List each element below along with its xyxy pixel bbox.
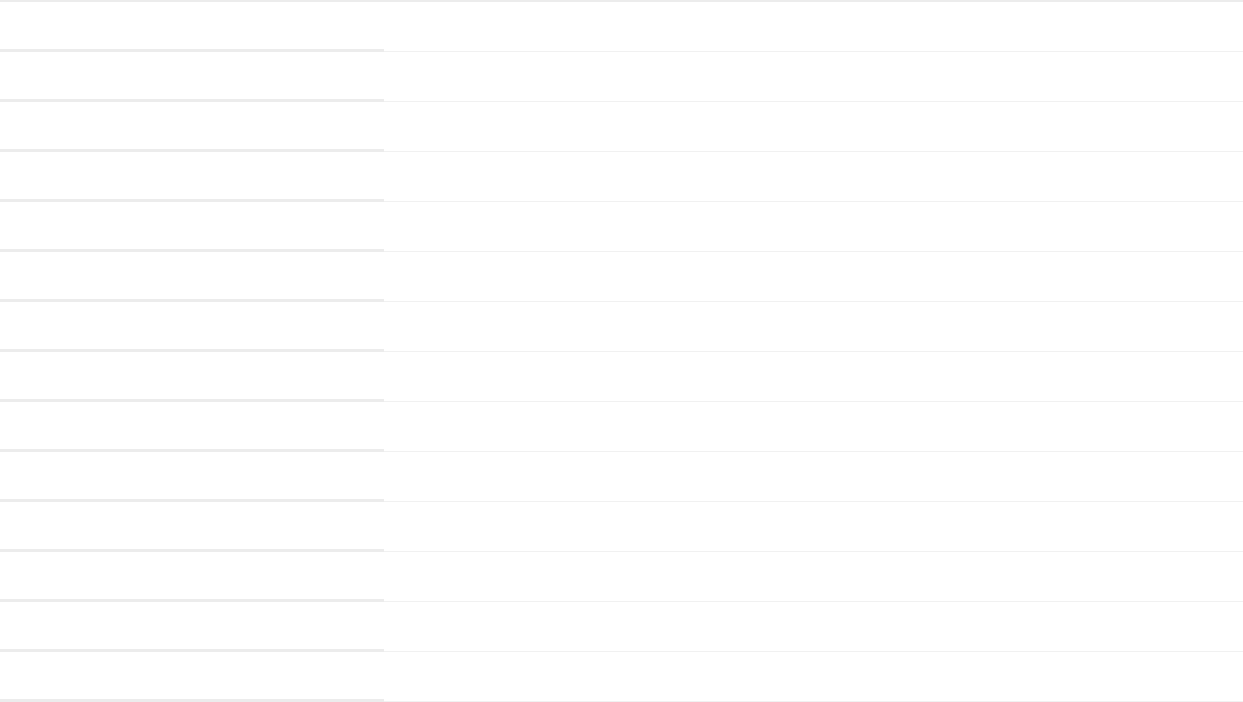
row-label xyxy=(0,202,384,252)
row-label xyxy=(0,2,384,52)
row-value xyxy=(384,202,1243,252)
row-label xyxy=(0,402,384,452)
table-row xyxy=(0,302,1243,352)
row-label xyxy=(0,502,384,552)
row-value xyxy=(384,102,1243,152)
row-value xyxy=(384,152,1243,202)
table-row xyxy=(0,52,1243,102)
row-label xyxy=(0,652,384,702)
row-value xyxy=(384,352,1243,402)
row-label xyxy=(0,152,384,202)
table-row xyxy=(0,602,1243,652)
row-value xyxy=(384,602,1243,652)
row-value xyxy=(384,452,1243,502)
row-value xyxy=(384,652,1243,702)
row-label xyxy=(0,52,384,102)
row-label xyxy=(0,552,384,602)
row-label xyxy=(0,102,384,152)
row-label xyxy=(0,352,384,402)
table-row xyxy=(0,2,1243,52)
table-row xyxy=(0,102,1243,152)
table-row xyxy=(0,352,1243,402)
row-label xyxy=(0,452,384,502)
row-label xyxy=(0,602,384,652)
row-value xyxy=(384,252,1243,302)
table-row xyxy=(0,502,1243,552)
row-value xyxy=(384,502,1243,552)
row-value xyxy=(384,402,1243,452)
row-value xyxy=(384,552,1243,602)
table-row xyxy=(0,652,1243,702)
table-row xyxy=(0,252,1243,302)
table-row xyxy=(0,202,1243,252)
table-row xyxy=(0,452,1243,502)
row-label xyxy=(0,252,384,302)
row-value xyxy=(384,2,1243,52)
table-row xyxy=(0,552,1243,602)
table-row xyxy=(0,402,1243,452)
row-value xyxy=(384,302,1243,352)
row-label xyxy=(0,302,384,352)
row-value xyxy=(384,52,1243,102)
table-row xyxy=(0,152,1243,202)
